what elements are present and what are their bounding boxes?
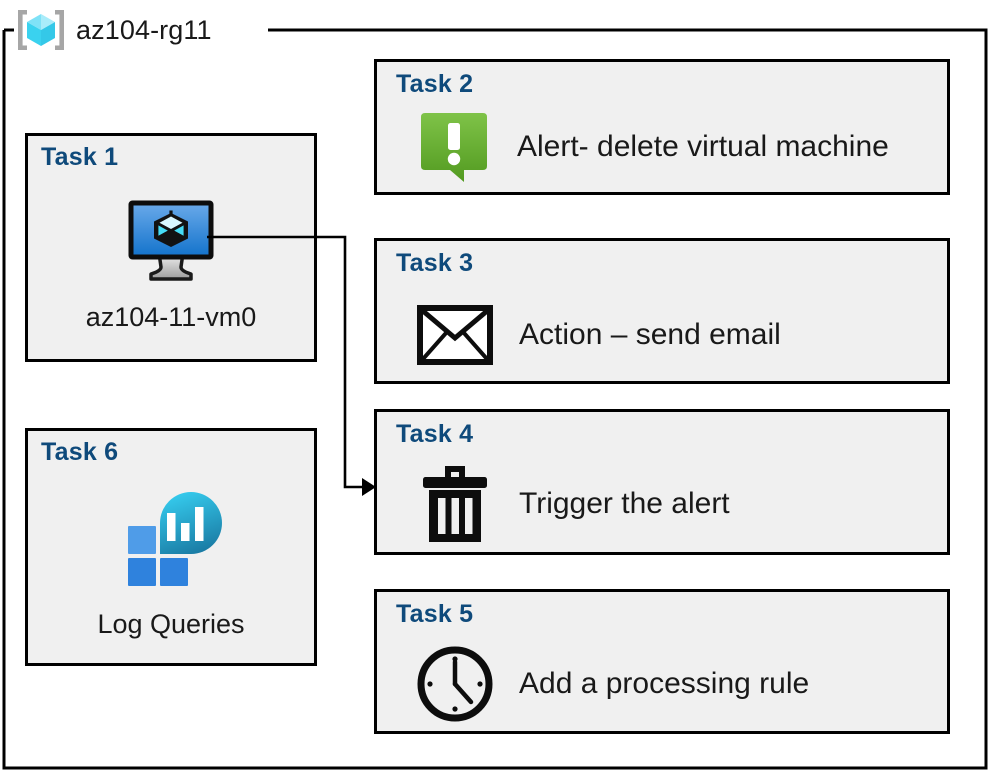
envelope-icon — [399, 305, 511, 365]
task2-text: Alert- delete virtual machine — [517, 130, 889, 163]
log-analytics-icon — [119, 482, 223, 591]
task5-text: Add a processing rule — [519, 667, 810, 700]
task6-title: Task 6 — [41, 438, 119, 466]
virtual-machine-icon — [123, 197, 219, 288]
task4-text: Trigger the alert — [519, 487, 730, 520]
task3-row: Action – send email — [399, 289, 937, 381]
task3-box[interactable]: Task 3 Action – send email — [374, 238, 950, 384]
task5-row: Add a processing rule — [399, 636, 937, 732]
trash-can-icon — [399, 462, 511, 546]
resource-group-icon — [14, 7, 68, 53]
task4-row: Trigger the alert — [399, 456, 937, 552]
task3-title: Task 3 — [396, 249, 474, 277]
alert-speech-bubble-icon — [399, 109, 509, 185]
task2-box[interactable]: Task 2 Alert- delete virtual machine — [374, 59, 950, 195]
task3-text: Action – send email — [519, 318, 781, 351]
task4-title: Task 4 — [396, 420, 474, 448]
task1-box[interactable]: Task 1 — [25, 133, 317, 362]
resource-group-label: az104-rg11 — [76, 14, 212, 45]
task5-title: Task 5 — [396, 600, 474, 628]
task1-icon-wrap — [28, 196, 314, 288]
clock-icon — [399, 642, 511, 726]
task2-title: Task 2 — [396, 70, 474, 98]
task2-row: Alert- delete virtual machine — [399, 104, 937, 190]
task4-box[interactable]: Task 4 Trigger the alert — [374, 409, 950, 555]
resource-group-header: az104-rg11 — [14, 6, 222, 54]
task6-caption: Log Queries — [97, 609, 245, 639]
task6-box[interactable]: Task 6 — [25, 428, 317, 666]
task6-icon-wrap — [28, 481, 314, 591]
task1-caption: az104-11-vm0 — [85, 302, 257, 332]
task1-title: Task 1 — [41, 143, 119, 171]
task5-box[interactable]: Task 5 Add a processing rule — [374, 589, 950, 734]
